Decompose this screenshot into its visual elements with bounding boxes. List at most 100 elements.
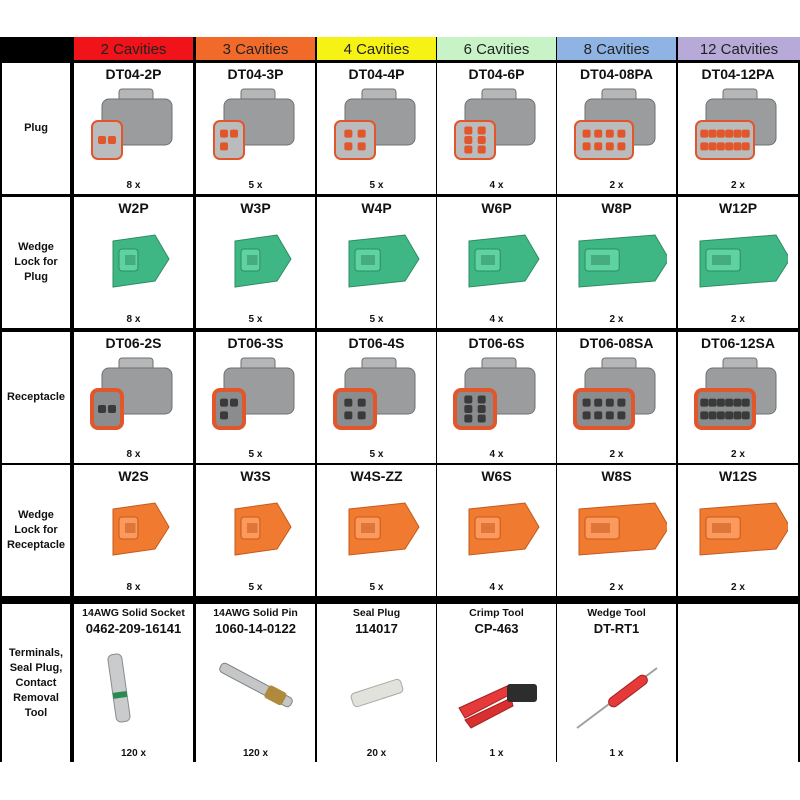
part-number: W6P bbox=[481, 200, 512, 216]
part-image bbox=[84, 487, 184, 577]
part-image bbox=[206, 85, 306, 175]
part-number: CP-463 bbox=[474, 621, 519, 636]
quantity: 2 x bbox=[609, 180, 624, 191]
part-image bbox=[206, 487, 306, 577]
pin-terminal-image bbox=[219, 662, 293, 708]
quantity: 5 x bbox=[369, 582, 384, 593]
receptacle-connector-image bbox=[694, 357, 777, 430]
quantity: 8 x bbox=[126, 180, 141, 191]
quantity: 2 x bbox=[609, 449, 624, 460]
part-image bbox=[84, 354, 184, 444]
quantity: 2 x bbox=[731, 582, 745, 593]
part-image bbox=[327, 85, 427, 175]
plug-wedge-lock-image bbox=[699, 234, 791, 288]
plug-wedge-lock-image bbox=[578, 234, 670, 288]
part-number: DT04-2P bbox=[105, 66, 162, 82]
part-cell: W4P 5 x bbox=[317, 197, 436, 328]
part-cell: W2S 8 x bbox=[74, 465, 193, 596]
part-number: DT06-4S bbox=[348, 335, 405, 351]
receptacle-connector-image bbox=[453, 357, 536, 430]
quantity: 120 x bbox=[242, 748, 269, 759]
part-number: DT04-3P bbox=[227, 66, 284, 82]
quantity: 1 x bbox=[489, 748, 504, 759]
row-label-plug-wedge: Wedge Lock for Plug bbox=[2, 197, 70, 328]
socket-terminal-image bbox=[107, 653, 131, 723]
part-caption: Wedge Tool bbox=[587, 607, 646, 619]
part-number: W8S bbox=[601, 468, 632, 484]
quantity: 5 x bbox=[248, 582, 263, 593]
part-image bbox=[84, 219, 184, 309]
plug-wedge-lock-image bbox=[348, 234, 420, 288]
part-number: W2S bbox=[118, 468, 149, 484]
receptacle-wedge-lock-image bbox=[699, 502, 791, 556]
part-image bbox=[84, 85, 184, 175]
part-image bbox=[447, 85, 547, 175]
cavity-header: 3 Cavities bbox=[196, 37, 315, 60]
part-cell: W6P 4 x bbox=[437, 197, 556, 328]
wedge-tool-image bbox=[576, 667, 658, 729]
part-caption: 14AWG Solid Pin bbox=[213, 607, 298, 619]
quantity: 5 x bbox=[369, 314, 384, 325]
plug-wedge-lock-image bbox=[112, 234, 170, 288]
part-image bbox=[567, 646, 667, 736]
part-number: DT06-3S bbox=[227, 335, 284, 351]
receptacle-wedge-lock-image bbox=[234, 502, 292, 556]
part-number: W4S-ZZ bbox=[350, 468, 403, 484]
part-image bbox=[447, 354, 547, 444]
part-cell: 14AWG Solid Pin 1060-14-0122 120 x bbox=[196, 604, 315, 762]
part-number: DT06-08SA bbox=[579, 335, 654, 351]
plug-connector-image bbox=[213, 88, 295, 160]
part-number: DT-RT1 bbox=[593, 621, 640, 636]
part-number: W12P bbox=[718, 200, 758, 216]
part-number: DT06-6S bbox=[468, 335, 525, 351]
part-number: DT06-2S bbox=[105, 335, 162, 351]
part-cell: W4S-ZZ 5 x bbox=[317, 465, 436, 596]
quantity: 2 x bbox=[731, 449, 745, 460]
quantity: 8 x bbox=[126, 582, 141, 593]
part-image bbox=[567, 85, 667, 175]
quantity: 120 x bbox=[120, 748, 147, 759]
plug-wedge-lock-image bbox=[468, 234, 540, 288]
crimp-tool-image bbox=[458, 684, 537, 729]
part-cell: DT06-08SA 2 x bbox=[557, 332, 676, 463]
quantity: 1 x bbox=[609, 748, 624, 759]
part-image bbox=[327, 646, 427, 736]
quantity: 2 x bbox=[731, 180, 745, 191]
part-image bbox=[447, 487, 547, 577]
quantity: 4 x bbox=[489, 314, 504, 325]
plug-connector-image bbox=[574, 88, 656, 160]
part-number: W8P bbox=[601, 200, 632, 216]
row-label-plug: Plug bbox=[2, 63, 70, 194]
empty-slot bbox=[688, 646, 788, 731]
part-number: 1060-14-0122 bbox=[215, 621, 296, 636]
part-number: W2P bbox=[118, 200, 149, 216]
part-number: DT04-4P bbox=[348, 66, 405, 82]
part-image bbox=[327, 219, 427, 309]
part-number: W3P bbox=[240, 200, 271, 216]
part-image bbox=[567, 219, 670, 309]
quantity: 20 x bbox=[366, 748, 387, 759]
quantity: 4 x bbox=[489, 582, 504, 593]
part-number: 0462-209-16141 bbox=[85, 621, 182, 636]
part-number: DT04-6P bbox=[468, 66, 525, 82]
part-caption: Seal Plug bbox=[352, 607, 401, 619]
cavity-header: 8 Cavities bbox=[557, 37, 676, 60]
receptacle-connector-image bbox=[212, 357, 295, 430]
part-number: W4P bbox=[361, 200, 392, 216]
quantity: 2 x bbox=[609, 314, 624, 325]
